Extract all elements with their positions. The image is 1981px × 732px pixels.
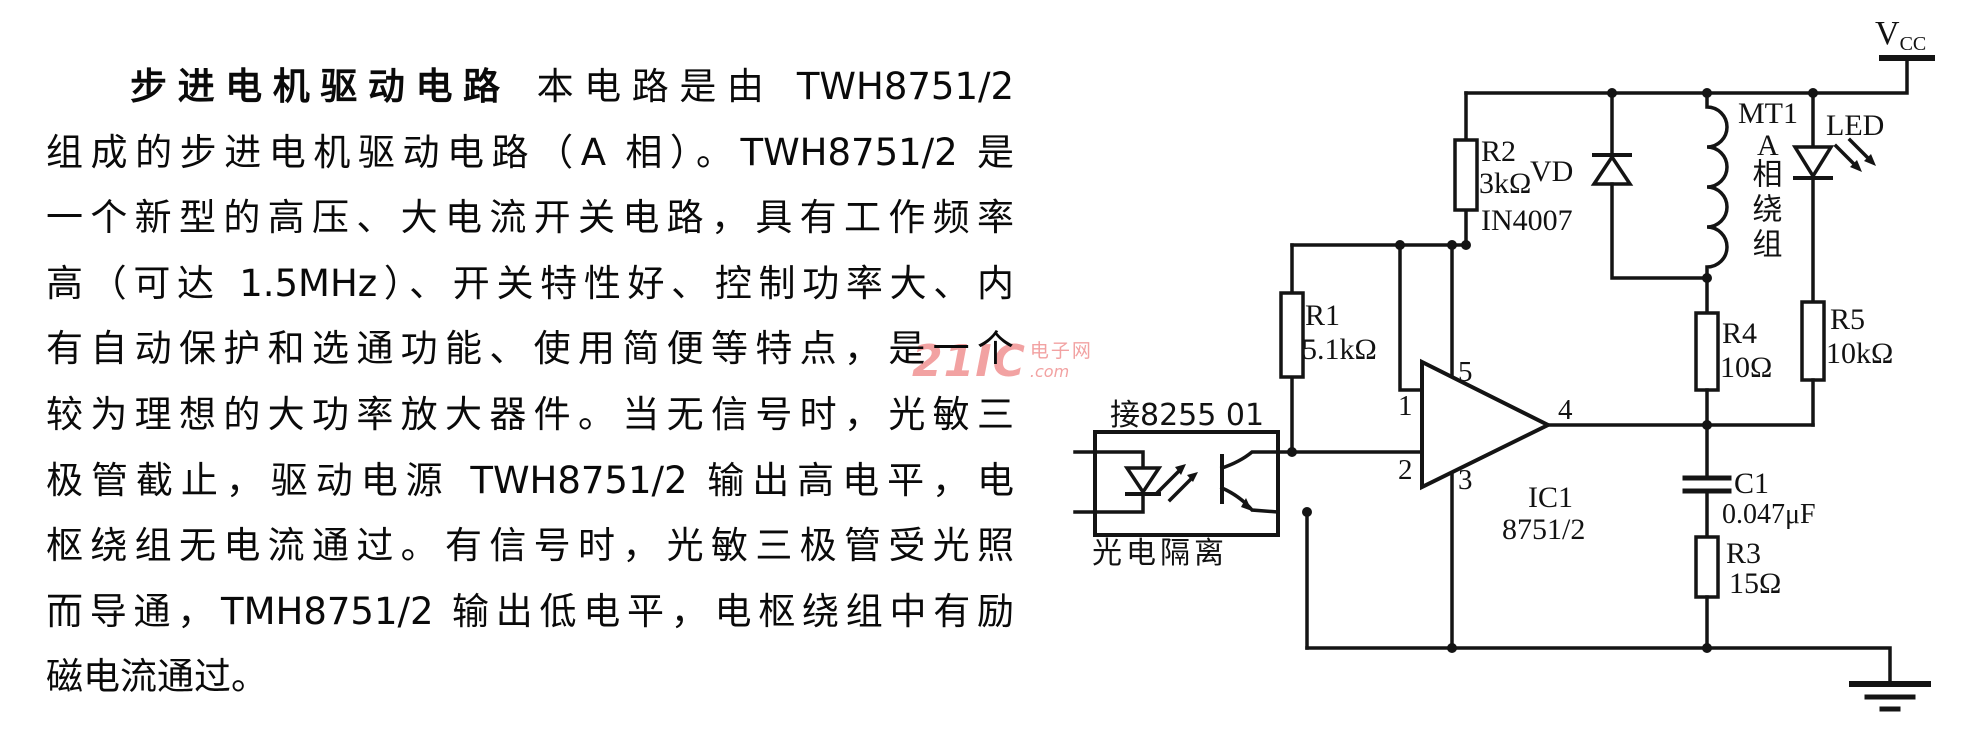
resistor-r4	[1694, 311, 1720, 427]
ic-amplifier-triangle	[1420, 358, 1553, 491]
r5-ref-label: R5	[1830, 303, 1866, 336]
article-line: 组成的步进电机驱动电路（A 相）。TWH8751/2 是	[46, 130, 1014, 174]
led-indicator	[1791, 91, 1876, 304]
opto-light-arrows	[1155, 464, 1198, 503]
vcc-rail	[1464, 55, 1935, 95]
watermark-cn: 电子网	[1029, 340, 1093, 362]
opto-isolation-label: 光电隔离	[1092, 536, 1228, 571]
r3-ref-label: R3	[1726, 537, 1762, 570]
mt1-winding-label: 相绕组	[1746, 158, 1782, 263]
ic-ref-label: IC1	[1528, 481, 1573, 514]
opto-port-label: 接8255 01	[1110, 398, 1265, 433]
c1-ref-label: C1	[1734, 467, 1770, 500]
article-line: 而导通，TMH8751/2 输出低电平，电枢绕组中有励	[46, 589, 1014, 633]
article-line: 极管截止，驱动电源 TWH8751/2 输出高电平，电	[46, 458, 1014, 502]
resistor-r1	[1279, 243, 1305, 454]
inductor-mt1	[1705, 91, 1729, 315]
ic-pin2-label: 2	[1398, 454, 1413, 486]
opto-phototransistor	[1219, 450, 1280, 514]
article-line: 枢绕组无电流通过。有信号时，光敏三极管受光照	[46, 524, 1014, 568]
ic-pin3-label: 3	[1458, 464, 1473, 496]
ic-pin1-label: 1	[1398, 390, 1413, 422]
article-intro: 本电路是由 TWH8751/2	[536, 65, 1015, 108]
ic-value-label: 8751/2	[1502, 513, 1586, 546]
vd-ref-label: VD	[1530, 155, 1574, 188]
resistor-r5	[1800, 300, 1826, 427]
vcc-sub: CC	[1899, 33, 1927, 55]
ic-pin4-label: 4	[1558, 394, 1573, 426]
r5-value-label: 10kΩ	[1826, 337, 1894, 370]
r3-value-label: 15Ω	[1729, 567, 1782, 600]
ground-rail	[1305, 646, 1931, 712]
site-watermark: 21IC 电子网 .com	[912, 340, 1093, 384]
article-line: 步进电机驱动电路本电路是由 TWH8751/2	[46, 54, 1014, 120]
r4-ref-label: R4	[1722, 317, 1758, 350]
opto-led	[1093, 450, 1163, 514]
article-line: 有自动保护和选通功能、使用简便等特点，是一个	[46, 327, 1014, 371]
article: 步进电机驱动电路本电路是由 TWH8751/2 组成的步进电机驱动电路（A 相）…	[46, 54, 1014, 710]
resistor-r2	[1453, 91, 1479, 247]
junction-dots	[1287, 88, 1818, 653]
article-line: 高（可达 1.5MHz）、开关特性好、控制功率大、内	[46, 261, 1014, 305]
watermark-brand: 21IC	[912, 336, 1026, 387]
mt1-phase-label: A	[1757, 129, 1779, 162]
article-line: 较为理想的大功率放大器件。当无信号时，光敏三	[46, 392, 1014, 436]
ic-pin5-label: 5	[1458, 356, 1473, 388]
circuit-schematic	[1073, 55, 1935, 712]
r2-ref-label: R2	[1481, 135, 1517, 168]
capacitor-c1	[1682, 423, 1732, 539]
vcc-label: VCC	[1875, 16, 1926, 55]
resistor-r3	[1694, 535, 1720, 650]
article-line: 一个新型的高压、大电流开关电路，具有工作频率	[46, 196, 1014, 240]
bias-node-wires	[1290, 243, 1468, 392]
diode-vd	[1590, 91, 1709, 280]
led-ref-label: LED	[1826, 109, 1885, 142]
vd-value-label: IN4007	[1481, 204, 1573, 237]
r1-value-label: 5.1kΩ	[1302, 333, 1377, 366]
optocoupler	[1073, 430, 1309, 650]
r1-ref-label: R1	[1305, 299, 1341, 332]
article-line: 磁电流通过。	[46, 655, 268, 699]
r4-value-label: 10Ω	[1720, 351, 1773, 384]
watermark-com: .com	[1029, 362, 1070, 381]
watermark-stack: 电子网 .com	[1030, 342, 1093, 380]
r2-value-label: 3kΩ	[1479, 167, 1532, 200]
c1-value-label: 0.047μF	[1722, 499, 1816, 530]
led-light-arrows	[1833, 137, 1876, 172]
vcc-main: V	[1875, 15, 1900, 52]
mt1-ref-label: MT1	[1738, 97, 1798, 130]
article-title: 步进电机驱动电路	[130, 65, 511, 108]
